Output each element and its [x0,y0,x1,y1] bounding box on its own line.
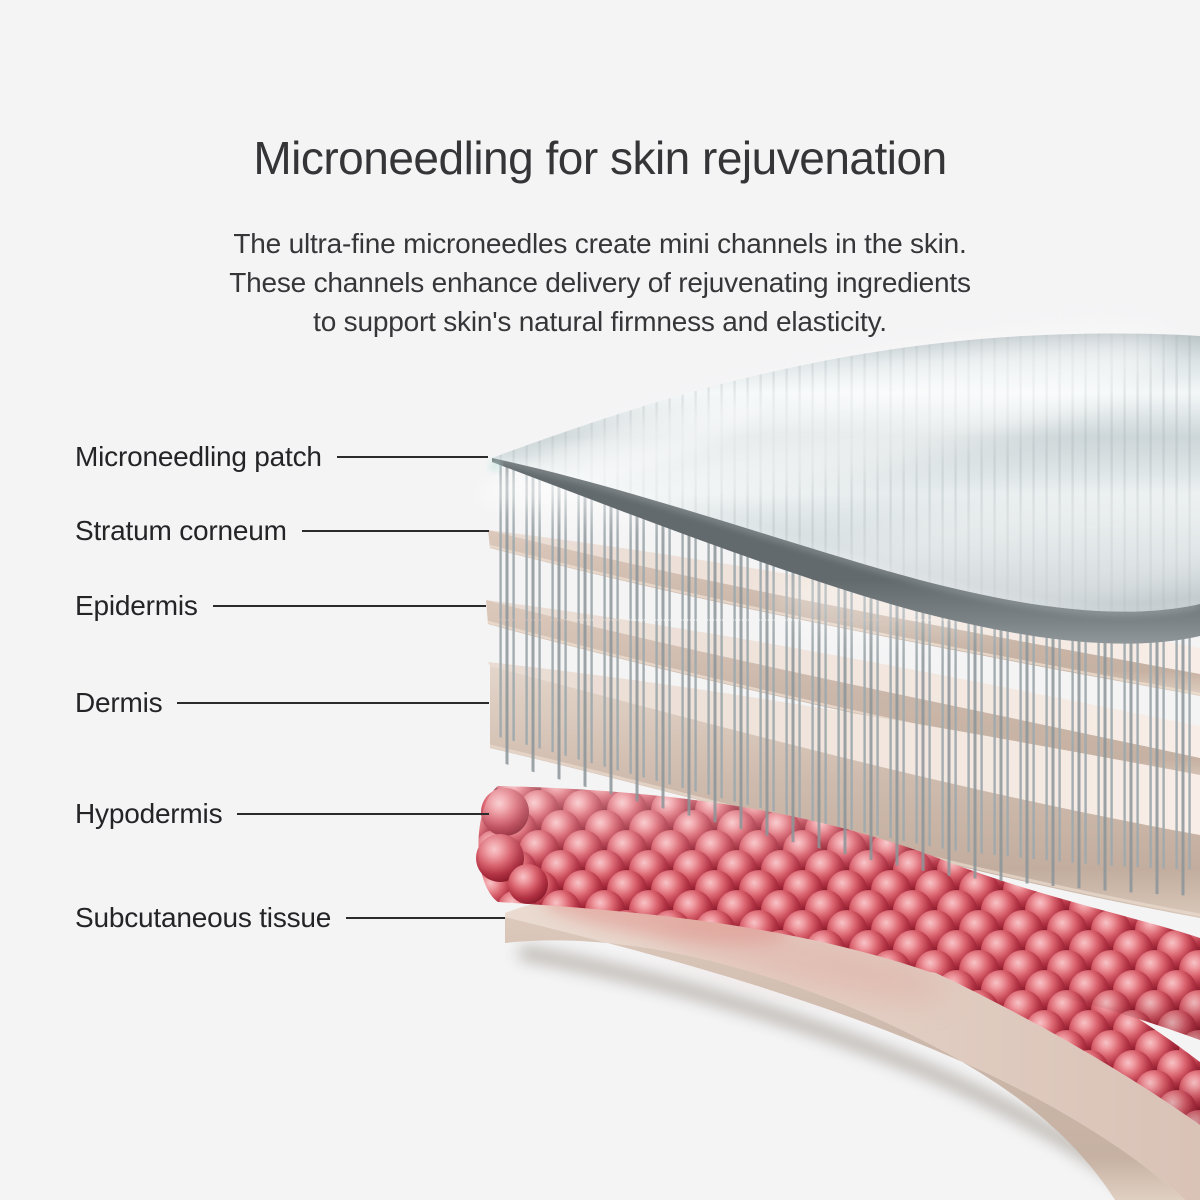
label-hypodermis: Hypodermis [75,798,223,829]
label-microneedling-patch: Microneedling patch [75,441,322,472]
leader-line [177,702,489,704]
page-title: Microneedling for skin rejuvenation [253,131,947,184]
label-row-dermis: Dermis [75,686,489,720]
microneedling-patch-layer [477,333,1200,644]
label-row-epidermis: Epidermis [75,589,486,623]
label-stratum-corneum: Stratum corneum [75,515,287,546]
leader-line [301,530,489,532]
label-row-subcutaneous-tissue: Subcutaneous tissue [75,901,505,935]
page-subtitle: The ultra-fine microneedles create mini … [229,228,971,338]
microneedles [492,460,1200,896]
label-row-stratum-corneum: Stratum corneum [75,514,489,548]
label-row-microneedling-patch: Microneedling patch [75,440,488,474]
leader-line [237,813,489,815]
leader-line [212,605,486,607]
leader-line [346,917,505,919]
label-row-hypodermis: Hypodermis [75,797,489,831]
hypodermis-layer [476,786,1200,1040]
label-dermis: Dermis [75,687,163,718]
label-subcutaneous-tissue: Subcutaneous tissue [75,902,332,933]
leader-line [336,456,488,458]
label-epidermis: Epidermis [75,590,198,621]
